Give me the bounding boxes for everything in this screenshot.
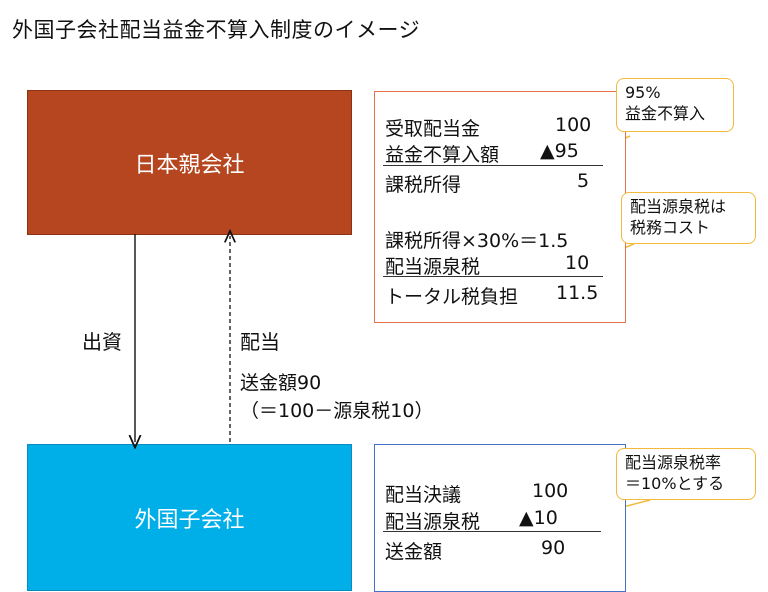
investment-label: 出資 — [82, 330, 122, 354]
callout-wht-cost: 配当源泉税は 税務コスト — [621, 192, 756, 244]
parent-row-value: 10 — [565, 252, 590, 274]
parent-row-label: 課税所得×30%＝1.5 — [385, 230, 569, 252]
sub-row-value: 90 — [541, 537, 566, 559]
sub-divider — [383, 531, 601, 532]
callout-wht-rate: 配当源泉税率 ＝10%とする — [616, 448, 756, 500]
parent-row-label: トータル税負担 — [385, 286, 519, 308]
parent-row-label: 課税所得 — [385, 174, 462, 196]
dividend-label: 配当 — [240, 330, 280, 354]
callout-text: ＝10%とする — [625, 474, 725, 493]
parent-row-label: 受取配当金 — [385, 118, 481, 140]
parent-row-value: ▲95 — [540, 140, 579, 162]
sub-row-label: 配当源泉税 — [385, 511, 481, 533]
page-title: 外国子会社配当益金不算入制度のイメージ — [12, 18, 421, 42]
parent-row-value: 100 — [555, 114, 592, 136]
callout-text: 配当源泉税は — [630, 197, 727, 216]
callout-text: 95% — [625, 83, 661, 102]
sub-row-label: 送金額 — [385, 541, 443, 563]
parent-row-label: 配当源泉税 — [385, 256, 481, 278]
sub-row-label: 配当決議 — [385, 484, 462, 506]
parent-tax-panel — [374, 91, 626, 323]
parent-divider — [383, 165, 603, 166]
callout-text: 益金不算入 — [625, 104, 706, 123]
remittance-amount-label: 送金額90 — [240, 372, 322, 394]
sub-row-value: 100 — [532, 480, 569, 502]
parent-row-value: 11.5 — [556, 282, 599, 304]
callout-exclusion: 95% 益金不算入 — [616, 78, 734, 132]
subsidiary-box: 外国子会社 — [27, 444, 352, 591]
subsidiary-label: 外国子会社 — [134, 507, 245, 533]
remittance-formula-label: （＝100－源泉税10） — [240, 400, 434, 422]
parent-company-box: 日本親会社 — [27, 90, 352, 235]
callout-text: 配当源泉税率 — [625, 453, 722, 472]
callout-text: 税務コスト — [630, 218, 711, 237]
parent-row-label: 益金不算入額 — [385, 144, 500, 166]
parent-company-label: 日本親会社 — [134, 152, 245, 178]
sub-row-value: ▲10 — [519, 507, 558, 529]
parent-divider — [383, 276, 603, 277]
parent-row-value: 5 — [577, 170, 590, 192]
